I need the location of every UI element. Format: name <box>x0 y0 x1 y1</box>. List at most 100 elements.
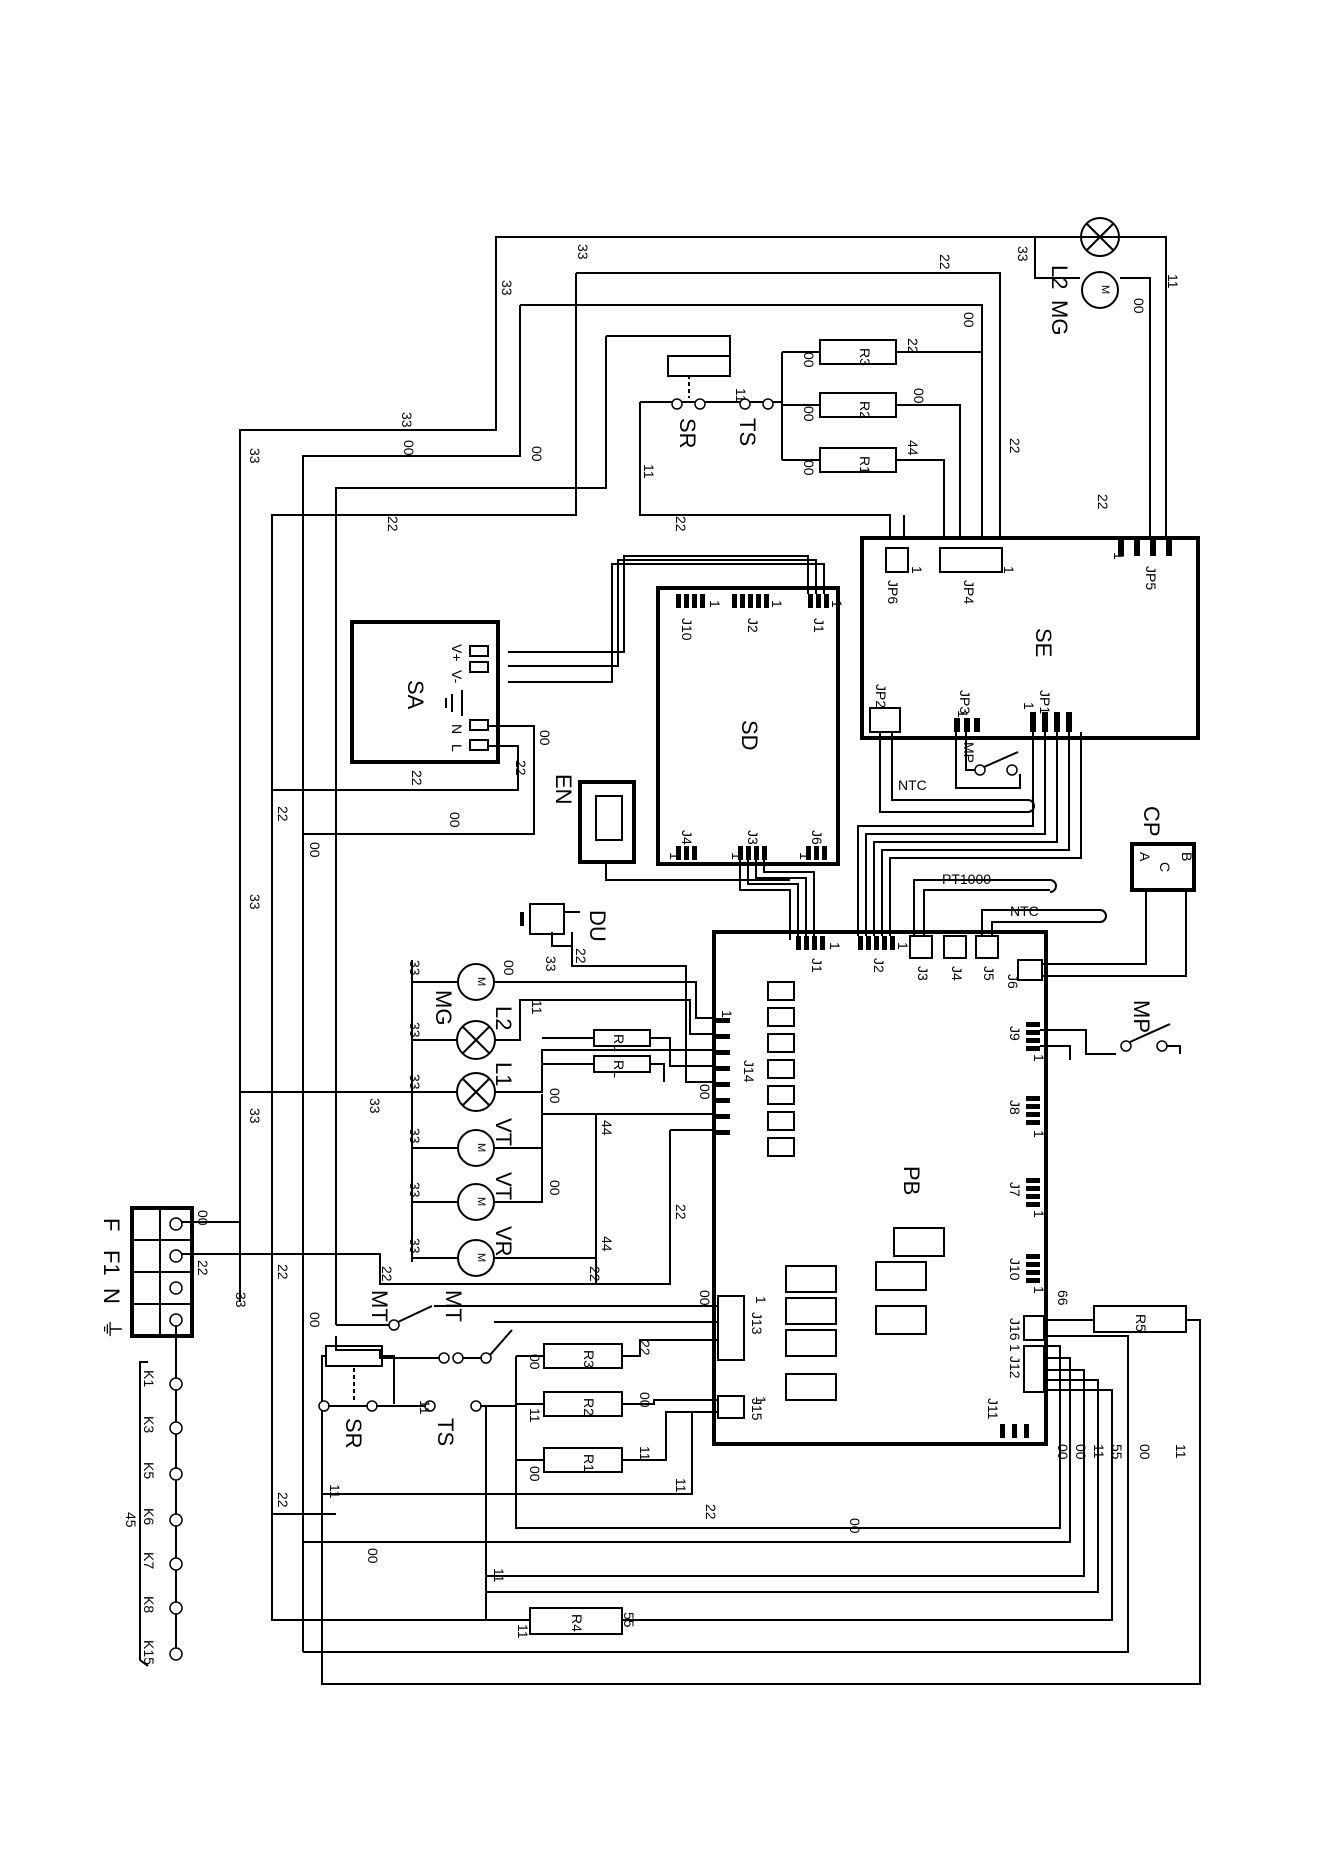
label-pb-j15: J15 <box>749 1398 765 1421</box>
label-pt1000: PT1000 <box>942 871 991 887</box>
svg-text:1: 1 <box>827 942 843 950</box>
wn-00: 00 <box>1055 1444 1071 1460</box>
label-relay-group: 45 <box>123 1512 139 1528</box>
label-pb-l1: L1 <box>491 1062 516 1086</box>
wn-00: 00 <box>195 1210 211 1226</box>
label-sd-j4: J4 <box>679 830 695 845</box>
wn-00: 00 <box>1073 1444 1089 1460</box>
wn-11: 11 <box>641 464 657 479</box>
label-terminal-n: N <box>99 1288 124 1304</box>
wn-22: 22 <box>275 1492 291 1508</box>
pb-lamp-l2 <box>456 1020 496 1060</box>
terminal-block <box>130 1206 194 1338</box>
label-relay-k7: K7 <box>141 1552 157 1569</box>
pb-connector-j5: J5 <box>975 935 999 981</box>
se-connector-jp3: JP3 <box>954 690 980 732</box>
se-connector-jp5: JP5 <box>1118 538 1172 590</box>
label-pb-j1: J1 <box>809 958 825 973</box>
svg-text:1: 1 <box>1031 1286 1047 1294</box>
board-pb <box>712 930 1048 1446</box>
label-jp6: JP6 <box>885 580 901 604</box>
wn-00: 00 <box>697 1084 713 1100</box>
pb-connector-j9: J9 <box>1007 1022 1040 1051</box>
label-mt-1: MT <box>367 1290 392 1322</box>
wn-00: 00 <box>307 842 323 858</box>
wn-33: 33 <box>399 412 415 428</box>
label-jp4: JP4 <box>961 580 977 604</box>
label-pb-j12: J12 <box>1007 1356 1023 1379</box>
pb-connector-j1: J1 <box>796 936 825 973</box>
label-pb-vt2: VT <box>491 1172 516 1200</box>
sd-connector-j1: J1 <box>808 594 829 633</box>
svg-text:1: 1 <box>1031 1210 1047 1218</box>
label-jp1: JP1 <box>1037 690 1053 714</box>
wn-00: 00 <box>527 1466 543 1482</box>
wn-11: 11 <box>673 1478 689 1493</box>
label-pb-j3: J3 <box>915 966 931 981</box>
wn-33: 33 <box>407 1238 423 1254</box>
wn-33: 33 <box>367 1098 383 1114</box>
sd-connector-j10: J10 <box>676 594 705 641</box>
wn-22: 22 <box>275 1264 291 1280</box>
wn-00: 00 <box>1131 298 1147 314</box>
wn-00: 00 <box>801 460 817 476</box>
pb-motor-vr <box>457 1239 495 1277</box>
label-pb-l2: L2 <box>491 1006 516 1030</box>
board-se <box>860 536 1200 740</box>
svg-text:1: 1 <box>1021 702 1037 710</box>
pb-connector-j3: J3 <box>909 935 933 981</box>
label-cp-c: C <box>1157 862 1173 872</box>
wn-11: 11 <box>529 1000 545 1015</box>
se-connector-jp6: JP6 <box>885 547 909 604</box>
wn-00: 00 <box>527 1354 543 1370</box>
label-mp-pb: MP <box>1129 1000 1154 1033</box>
label-mp-se: MP <box>961 742 977 763</box>
wn-44: 44 <box>599 1236 615 1252</box>
label-sd-j6: J6 <box>809 830 825 845</box>
label-bottom-ts: TS <box>433 1418 458 1446</box>
wn-11: 11 <box>417 1400 433 1415</box>
label-jp2: JP2 <box>873 684 889 708</box>
wn-00: 00 <box>529 446 545 462</box>
wn-00: 00 <box>307 1312 323 1328</box>
label-r4: R4 <box>569 1614 585 1632</box>
svg-text:1: 1 <box>753 1396 769 1404</box>
wn-33: 33 <box>543 956 559 972</box>
wn-00: 00 <box>401 440 417 456</box>
label-pb-j4: J4 <box>949 966 965 981</box>
label-sd-j1: J1 <box>811 618 827 633</box>
pb-connector-j11: J11 <box>985 1398 1029 1438</box>
wn-11: 11 <box>327 1484 343 1499</box>
wn-00: 00 <box>447 812 463 828</box>
svg-text:1: 1 <box>1007 1344 1023 1352</box>
pb-connector-j6: J6 <box>1005 959 1043 989</box>
resistor-r4 <box>529 1607 623 1635</box>
label-se: SE <box>1031 628 1056 657</box>
label-pb-j16: J16 <box>1007 1318 1023 1341</box>
wn-11: 11 <box>637 1446 653 1461</box>
wn-33: 33 <box>247 1108 263 1124</box>
sd-connector-j2: J2 <box>732 594 769 633</box>
wn-22: 22 <box>275 806 291 822</box>
label-pb-vt1: VT <box>491 1118 516 1146</box>
pb-motor-mg <box>457 963 495 1001</box>
label-relay-k8: K8 <box>141 1596 157 1613</box>
wn-00: 00 <box>1137 1444 1153 1460</box>
wn-44: 44 <box>905 440 921 456</box>
label-bottom-r1: R1 <box>581 1454 597 1472</box>
label-pb-j10: J10 <box>1007 1258 1023 1281</box>
label-terminal-f1: F1 <box>99 1250 124 1276</box>
svg-text:1: 1 <box>797 852 813 860</box>
wn-33: 33 <box>247 894 263 910</box>
pb-connector-j14: J14 <box>716 1018 757 1135</box>
label-sa-vplus: V+ <box>449 644 465 662</box>
wn-22: 22 <box>637 1340 653 1356</box>
label-jp5: JP5 <box>1143 566 1159 590</box>
label-jp3: JP3 <box>957 690 973 714</box>
pb-motor-vt2 <box>457 1183 495 1221</box>
svg-text:1: 1 <box>895 942 911 950</box>
wn-22: 22 <box>673 1204 689 1220</box>
wn-22: 22 <box>905 338 921 354</box>
top-resistors: R3 R2 R1 <box>819 339 897 474</box>
